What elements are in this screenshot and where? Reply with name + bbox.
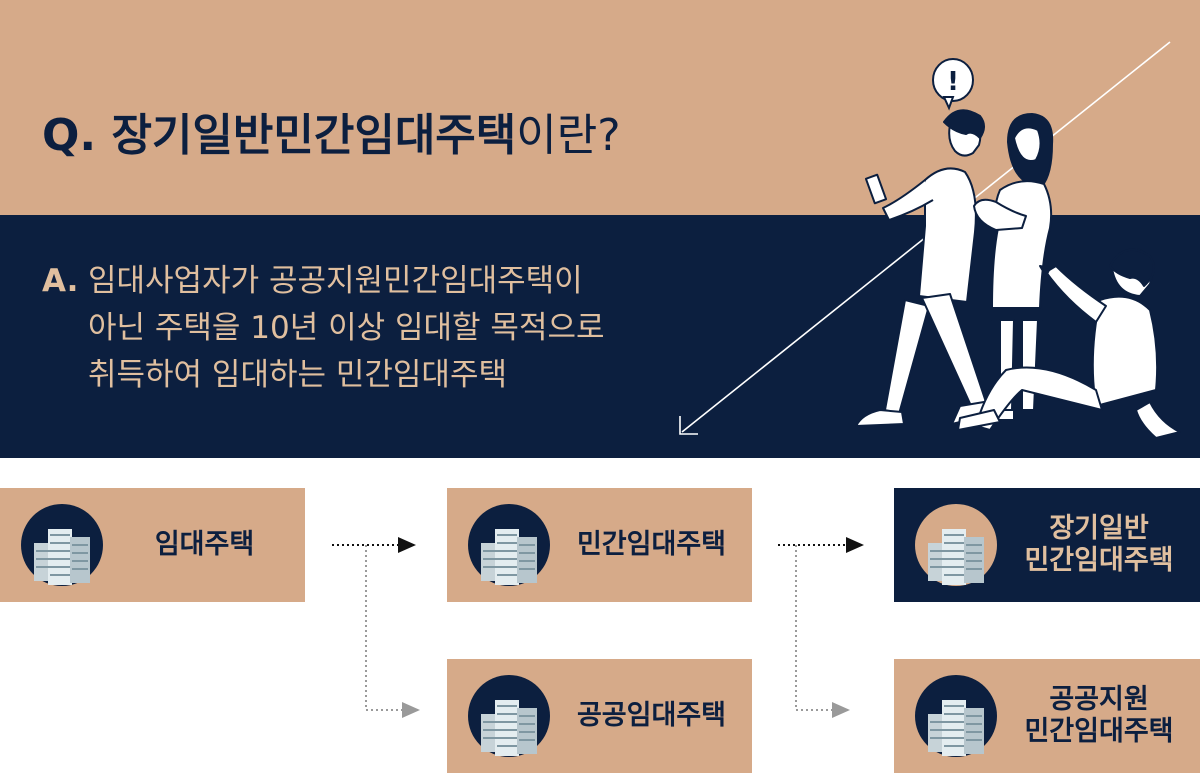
- node-label-line: 임대주택: [154, 529, 255, 560]
- answer-line: 임대사업자가 공공지원민간임대주택이: [88, 263, 583, 299]
- node-rental-housing: 임대주택: [0, 488, 305, 602]
- node-label: 공공지원 민간임대주택: [998, 659, 1200, 773]
- node-long-term-general-private-rental: 장기일반 민간임대주택: [894, 488, 1200, 602]
- node-label-line: 장기일반: [1049, 513, 1149, 544]
- apartment-building-icon: [468, 504, 550, 586]
- node-label: 임대주택: [104, 488, 305, 602]
- arrow-to-public-support: [795, 545, 850, 718]
- question-mark: Q.: [42, 110, 97, 161]
- node-private-rental-housing: 민간임대주택: [447, 488, 752, 602]
- question-band: [0, 0, 1200, 215]
- node-label: 민간임대주택: [551, 488, 752, 602]
- node-label-line: 공공임대주택: [576, 700, 727, 731]
- apartment-building-icon: [915, 504, 997, 586]
- question-title: 장기일반민간임대주택: [111, 110, 517, 161]
- man-with-phone: [855, 109, 993, 427]
- node-label-line: 민간임대주택: [1024, 545, 1174, 576]
- node-label-line: 공공지원: [1049, 684, 1149, 715]
- node-label-line: 민간임대주택: [1024, 716, 1174, 747]
- node-label-line: 민간임대주택: [576, 529, 727, 560]
- apartment-building-icon: [915, 675, 997, 757]
- node-label: 공공임대주택: [551, 659, 752, 773]
- answer-mark: A.: [42, 263, 79, 299]
- node-label: 장기일반 민간임대주택: [998, 488, 1200, 602]
- flow-connectors: [332, 537, 864, 718]
- answer-lines: 임대사업자가 공공지원민간임대주택이 아닌 주택을 10년 이상 임대할 목적으…: [88, 258, 605, 399]
- question-heading: Q. 장기일반민간임대주택이란?: [42, 108, 621, 164]
- speech-bubble-text: !: [947, 67, 959, 97]
- node-public-support-private-rental: 공공지원 민간임대주택: [894, 659, 1200, 773]
- answer-line: 아닌 주택을 10년 이상 임대할 목적으로: [88, 310, 605, 346]
- question-suffix: 이란?: [516, 110, 621, 161]
- apartment-building-icon: [21, 504, 103, 586]
- man-sitting-pointing: [957, 248, 1181, 439]
- people-illustration: !: [679, 41, 1181, 439]
- node-public-rental-housing: 공공임대주택: [447, 659, 752, 773]
- answer-line: 취득하여 임대하는 민간임대주택: [88, 357, 507, 393]
- arrow-to-public-rental: [365, 545, 420, 718]
- speech-bubble-icon: !: [932, 58, 974, 111]
- apartment-building-icon: [468, 675, 550, 757]
